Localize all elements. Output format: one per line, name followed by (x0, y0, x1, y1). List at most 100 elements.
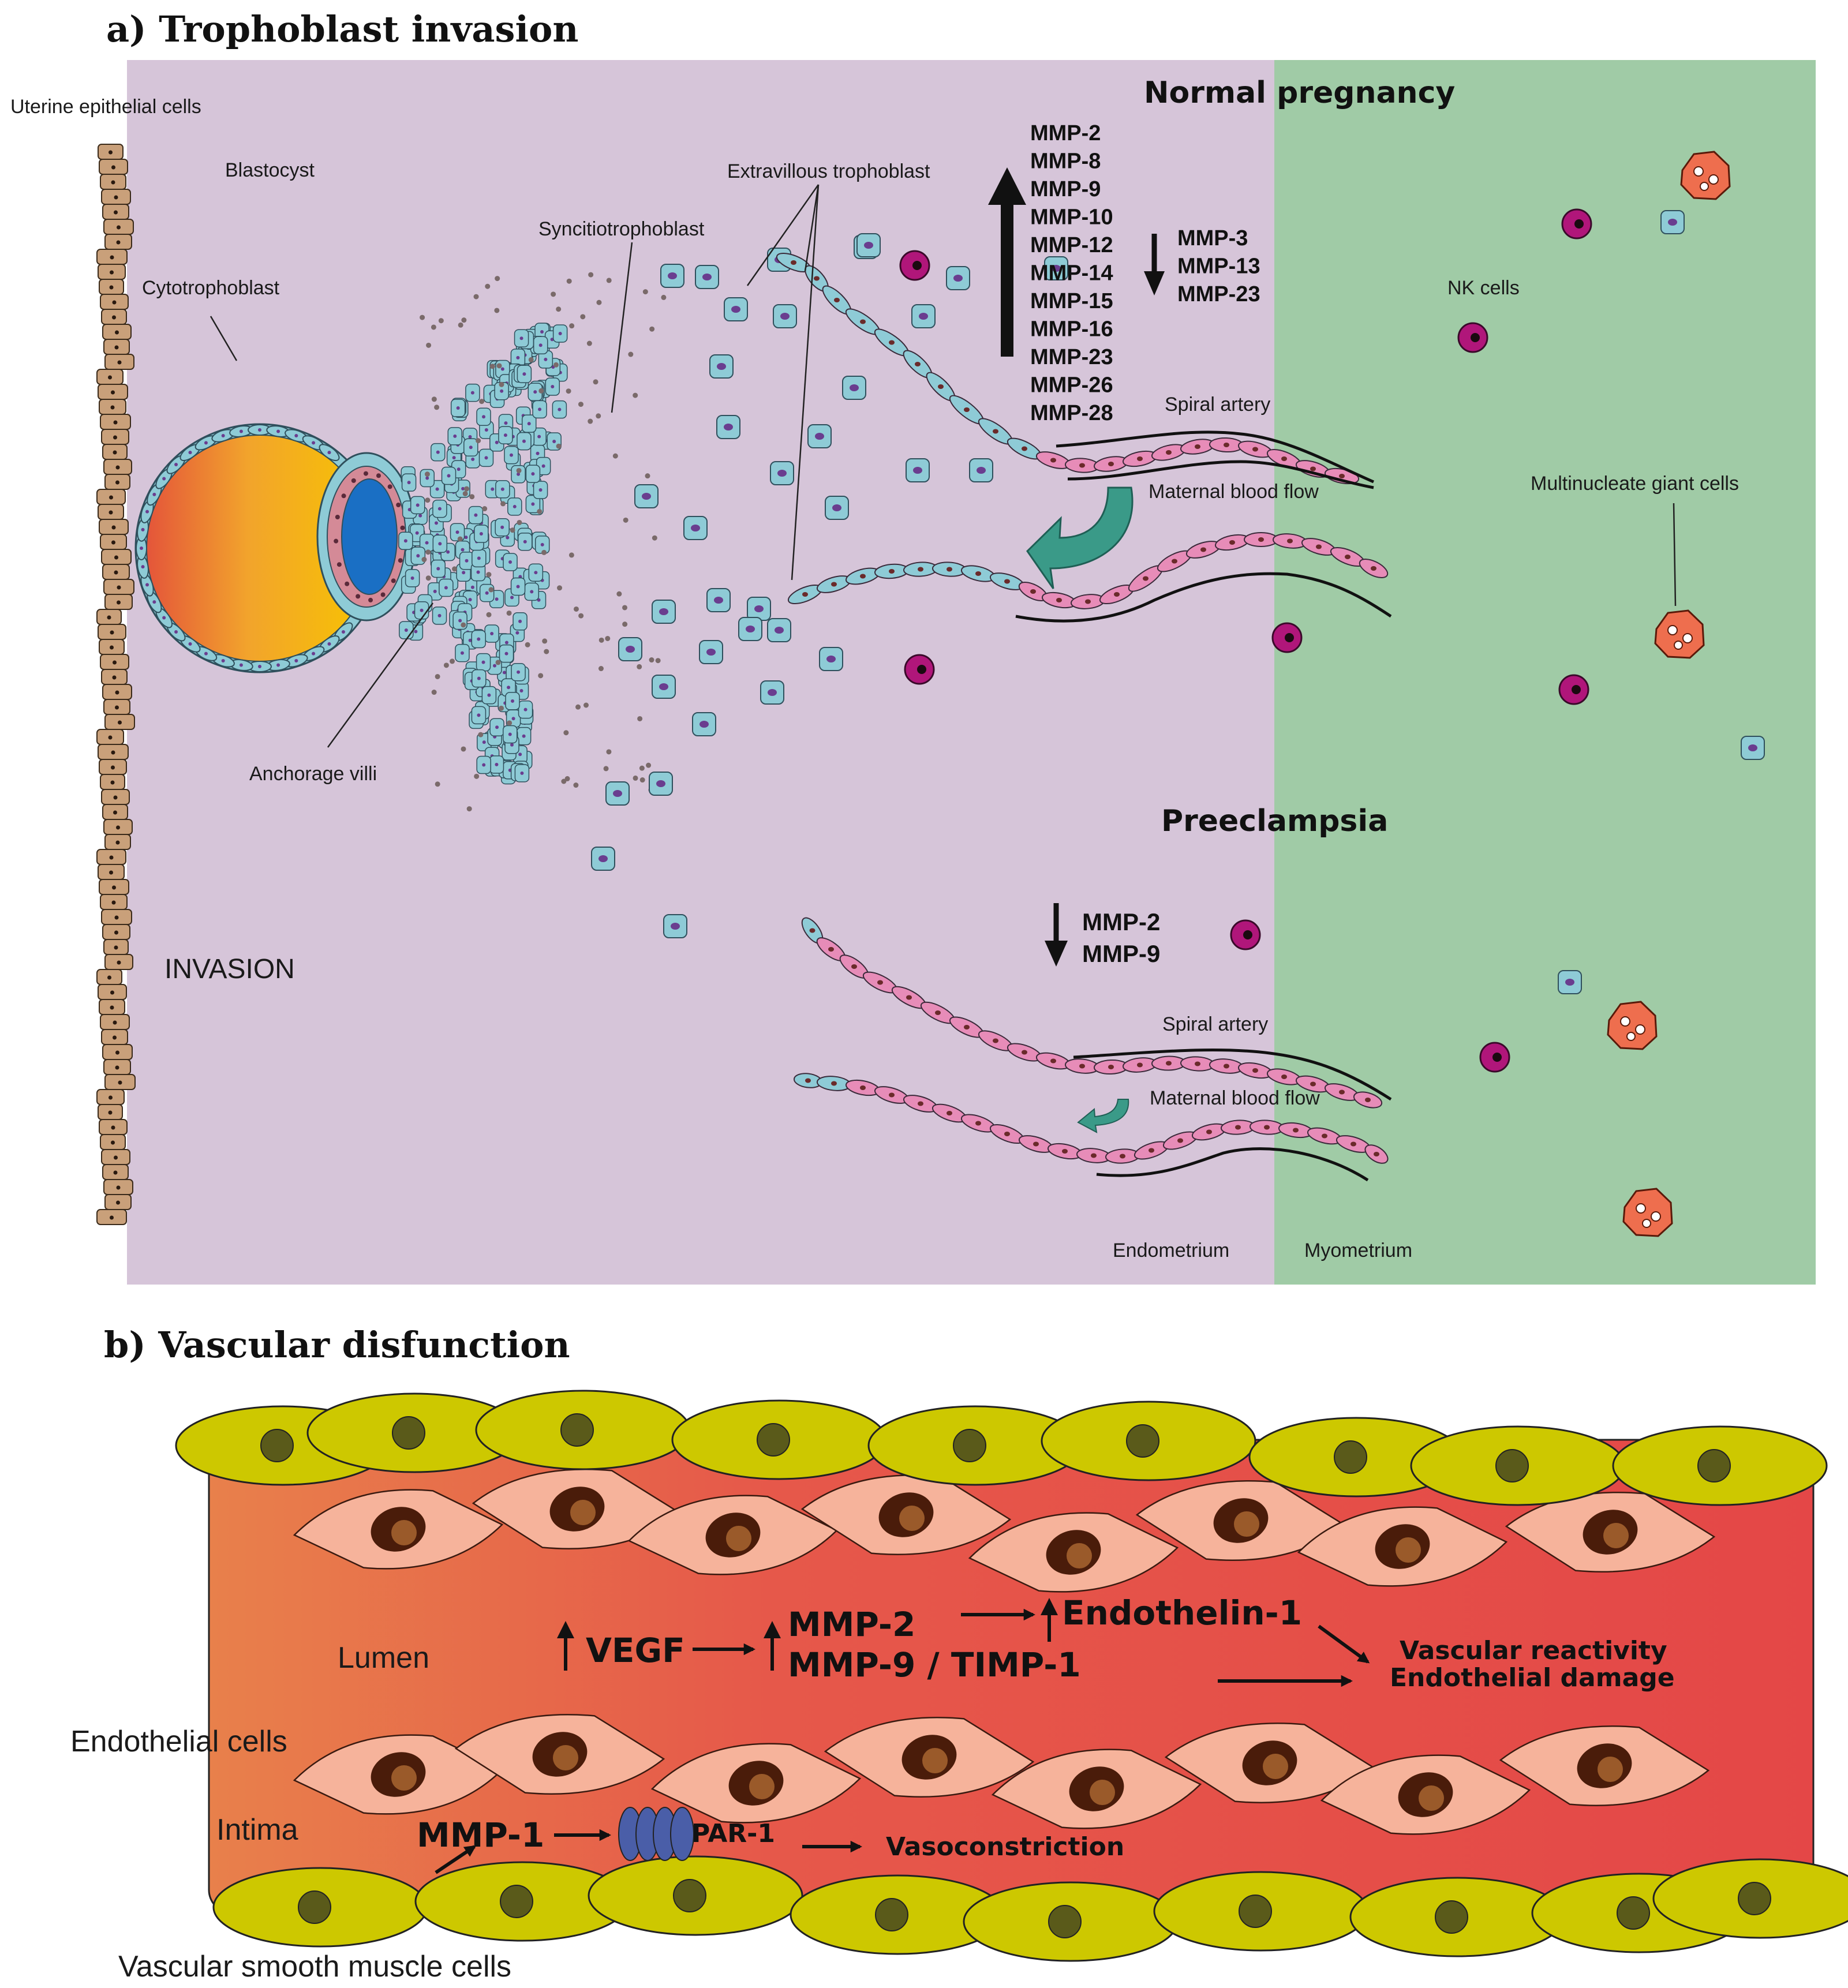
nucleus (520, 771, 524, 775)
maternal-flow-arrow-small (1077, 1099, 1129, 1133)
giant-cell (1680, 151, 1731, 200)
nucleus (387, 484, 392, 489)
nucleus (1748, 744, 1757, 751)
artery-wall (1096, 1147, 1369, 1182)
nucleus (768, 689, 777, 696)
nucleus (341, 493, 346, 499)
nucleus (1365, 1098, 1371, 1102)
dot (561, 778, 567, 784)
nucleus (363, 471, 368, 476)
label-invasion: INVASION (164, 954, 295, 984)
nucleus (558, 407, 562, 411)
nucleus (433, 589, 437, 593)
dot (569, 323, 575, 329)
label-spiral-artery-1: Spiral artery (1165, 394, 1270, 415)
nucleus (152, 600, 156, 604)
nucleus (356, 594, 361, 599)
epithelial-nucleus (112, 885, 116, 890)
nucleus (504, 421, 508, 425)
nucleus (913, 467, 922, 474)
label-maternal-flow-1: Maternal blood flow (1149, 481, 1319, 503)
dot (639, 765, 645, 771)
nucleus (673, 1879, 706, 1912)
label-nk-cells: NK cells (1447, 277, 1520, 299)
nucleus (239, 429, 243, 433)
nucleus (1004, 579, 1010, 584)
dot (642, 289, 648, 295)
nucleolus (1263, 1754, 1288, 1779)
nucleus (380, 592, 386, 597)
nucleus (444, 586, 448, 590)
dot (425, 575, 431, 581)
nucleus (1120, 1154, 1125, 1159)
nucleus (510, 596, 514, 600)
nucleolus (1067, 1543, 1092, 1568)
anchorage-villi-cluster (398, 323, 568, 785)
nucleus (560, 1413, 594, 1447)
nucleus (1085, 599, 1091, 604)
nucleus (947, 1111, 952, 1115)
nucleus (519, 688, 523, 692)
epithelial-nucleus (114, 1155, 118, 1160)
epithelial-nucleus (109, 870, 113, 875)
artery-wall (1067, 460, 1374, 489)
nucleus (174, 463, 178, 467)
nucleus (964, 1025, 970, 1029)
dot (649, 657, 654, 663)
mmp-up-list: MMP-2MMP-8MMP-9MMP-10MMP-12MMP-14MMP-15M… (1030, 121, 1113, 425)
nucleus (527, 422, 531, 426)
nucleus (1371, 566, 1376, 571)
nucleus (1351, 1141, 1356, 1147)
epithelial-nucleus (113, 1020, 117, 1025)
label-spiral-artery-2: Spiral artery (1162, 1013, 1268, 1035)
nucleus (860, 319, 866, 324)
par1-label: PAR-1 (691, 1819, 775, 1848)
dot (452, 566, 458, 572)
dot (637, 716, 643, 721)
nucleus (777, 470, 787, 477)
label-multinucleate: Multinucleate giant cells (1531, 473, 1739, 495)
extravillous-cells (591, 233, 1068, 938)
nucleus (437, 507, 442, 511)
nucleus (757, 1423, 790, 1457)
dot (496, 363, 502, 369)
dot (568, 552, 574, 558)
nucleus (396, 503, 401, 507)
nucleus (1738, 1882, 1771, 1915)
epithelial-nucleus (113, 1170, 118, 1175)
dot (463, 486, 469, 492)
dot (633, 775, 638, 781)
nucleus (1177, 1138, 1183, 1143)
smooth-muscle-bottom (212, 1855, 1848, 1962)
dot (578, 402, 583, 407)
nucleus (918, 567, 923, 572)
nucleus (502, 671, 506, 675)
nucleus (815, 433, 824, 440)
nucleus (1708, 174, 1719, 185)
dot (652, 535, 657, 541)
nucleus (1137, 1062, 1143, 1068)
nucleus (826, 656, 836, 662)
dot (564, 776, 570, 781)
epithelial-nucleus (110, 270, 114, 275)
mmp-item: MMP-10 (1030, 205, 1113, 230)
down-arrow-pe-head (1045, 941, 1068, 967)
dot (633, 392, 638, 398)
dot (438, 318, 444, 324)
nucleus (1635, 1024, 1645, 1035)
nucleus (174, 630, 178, 634)
nucleus (145, 510, 149, 514)
dot (623, 517, 629, 523)
nucleus (1033, 1141, 1039, 1147)
nucleus (1114, 592, 1120, 597)
nucleus (477, 637, 481, 641)
label-endometrium: Endometrium (1113, 1240, 1229, 1261)
label-extravillous: Extravillous trophoblast (727, 160, 930, 182)
epithelial-nucleus (110, 780, 115, 785)
nucleus (1091, 1153, 1097, 1158)
dot (486, 612, 492, 617)
epithelial-nucleus (110, 630, 114, 635)
nucleus (495, 440, 499, 444)
nucleus (975, 571, 981, 576)
mmp-item: MMP-23 (1177, 282, 1260, 306)
